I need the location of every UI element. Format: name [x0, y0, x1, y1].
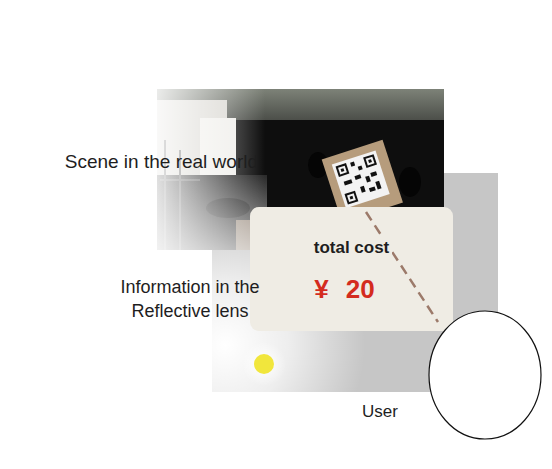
lens-label: Information in the Reflective lens [92, 275, 288, 323]
head-outline [428, 310, 542, 440]
info-card: total cost ¥ 20 [250, 207, 453, 331]
card-heading: total cost [311, 237, 393, 259]
user-label: User [362, 402, 398, 422]
cost-value: ¥ 20 [311, 273, 378, 305]
user-head: User [428, 310, 542, 440]
scene-label: Scene in the real world [65, 151, 258, 173]
